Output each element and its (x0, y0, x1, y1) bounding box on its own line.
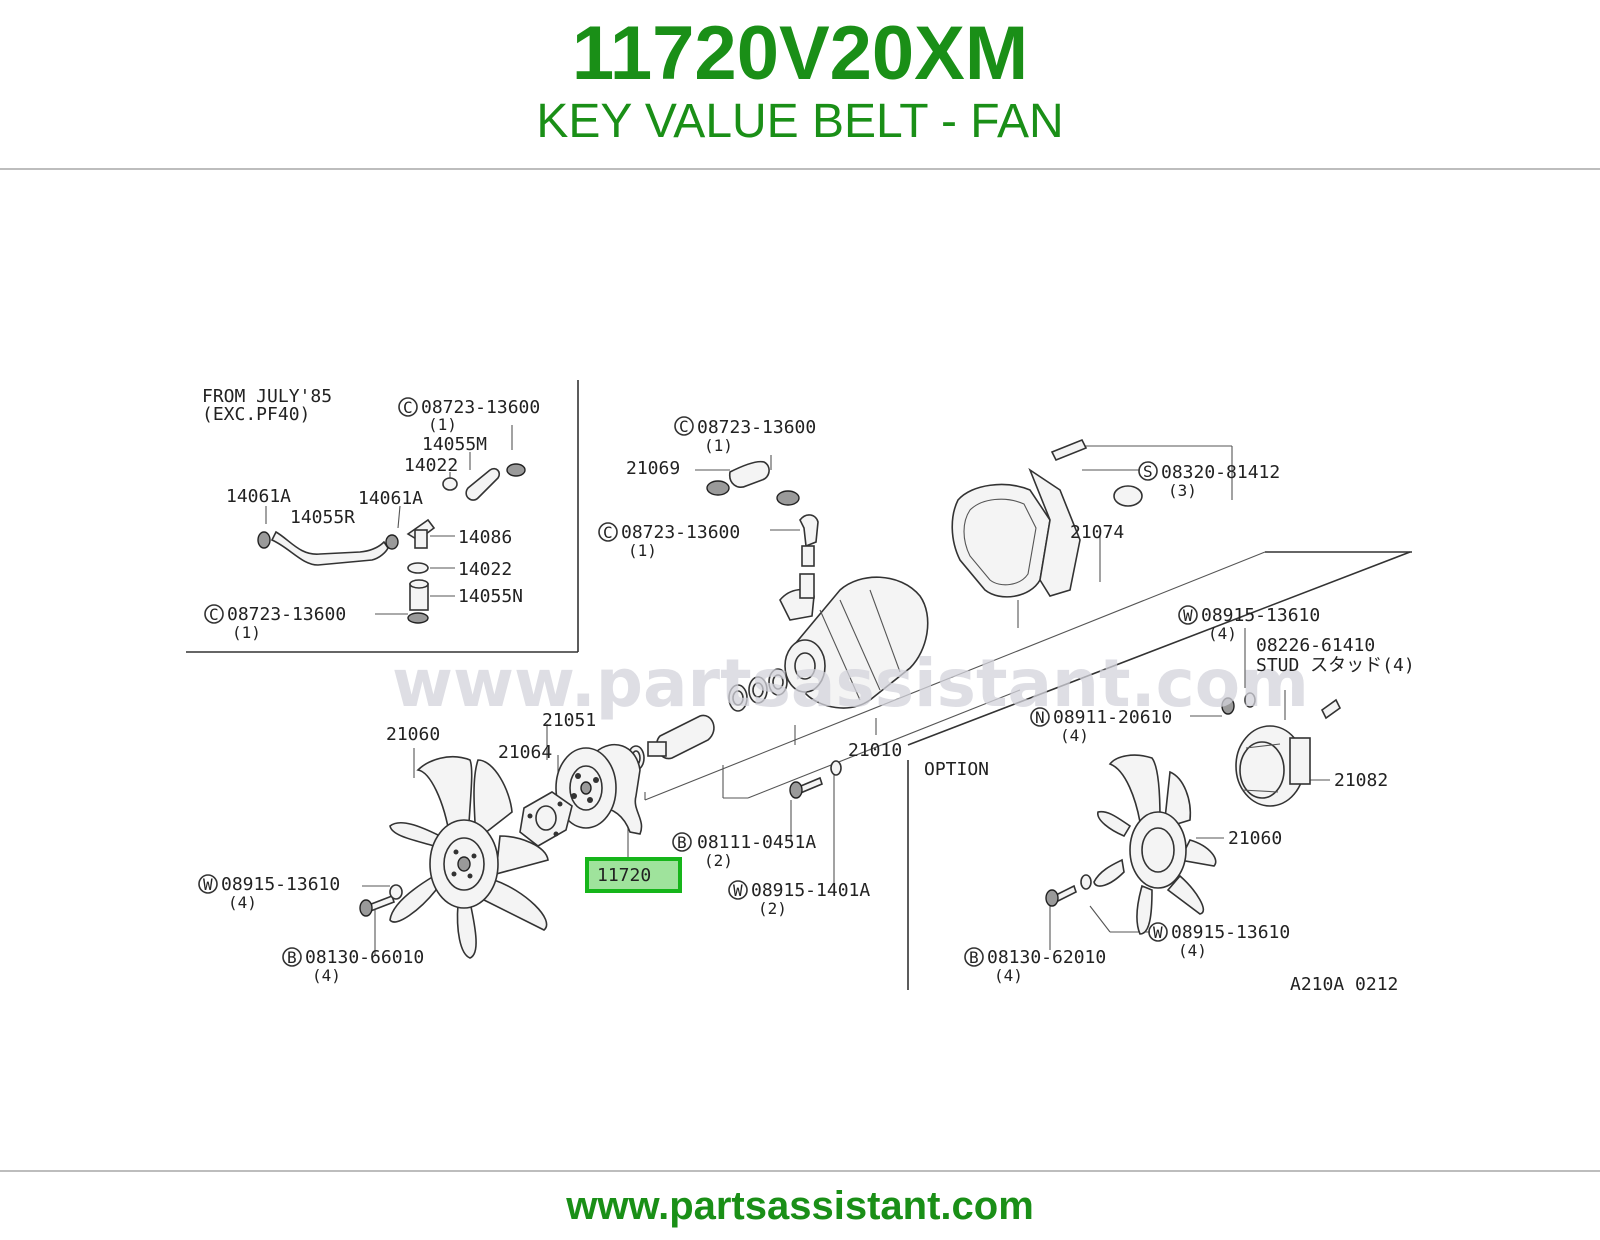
qty-c: (1) (704, 436, 733, 455)
middle-bolts (789, 760, 842, 799)
label-14022-a: 14022 (404, 455, 458, 476)
footer-url[interactable]: www.partsassistant.com (566, 1184, 1034, 1228)
label-08130-66010: 08130-66010 (305, 947, 424, 968)
label-14061a-left: 14061A (226, 486, 291, 507)
label-08915-13610-b: 08915-13610 (1171, 922, 1290, 943)
label-21064: 21064 (498, 742, 552, 763)
circle-b: B (287, 948, 297, 967)
label-08723-13600-c: 08723-13600 (697, 417, 816, 438)
label-14086: 14086 (458, 527, 512, 548)
circle-s: S (1143, 462, 1153, 481)
label-14055r: 14055R (290, 507, 355, 528)
highlighted-part-box[interactable] (585, 857, 682, 893)
label-21060-left: 21060 (386, 724, 440, 745)
label-08320-81412: 08320-81412 (1161, 462, 1280, 483)
shaft-bearings (627, 668, 788, 771)
label-08911-20610: 08911-20610 (1053, 707, 1172, 728)
label-21082: 21082 (1334, 770, 1388, 791)
label-08226-61410: 08226-61410 (1256, 635, 1375, 656)
inset-note-line1: FROM JULY'85 (202, 386, 332, 407)
circle-b: B (969, 948, 979, 967)
label-14022-b: 14022 (458, 559, 512, 580)
label-08111-0451a: 08111-0451A (697, 832, 816, 853)
part-number-title: 11720V20XM (571, 11, 1029, 96)
qty-w-mid: (2) (758, 899, 787, 918)
qty-w-b: (4) (1178, 941, 1207, 960)
label-14055m: 14055M (422, 434, 487, 455)
qty-b-right: (4) (994, 966, 1023, 985)
circle-c: C (603, 523, 613, 542)
inset-hose-parts (257, 463, 526, 624)
qty-b: (1) (232, 623, 261, 642)
spacer-part (519, 791, 573, 847)
part-labels: FROM JULY'85 (EXC.PF40) 08723-13600 (1) … (202, 386, 1415, 995)
label-14055n: 14055N (458, 586, 523, 607)
qty-b-left: (4) (312, 966, 341, 985)
label-08723-13600-b: 08723-13600 (227, 604, 346, 625)
fan-right (1093, 754, 1217, 935)
fan-clutch (1045, 692, 1342, 907)
label-21010: 21010 (848, 740, 902, 761)
circle-c: C (403, 398, 413, 417)
circle-letters: C C C C S W N W B B W W B (203, 398, 1193, 967)
part-name-subtitle: KEY VALUE BELT - FAN (536, 95, 1064, 148)
label-21074: 21074 (1070, 522, 1124, 543)
qty-a: (1) (428, 415, 457, 434)
label-21051: 21051 (542, 710, 596, 731)
header-divider (0, 168, 1600, 170)
qty-w-a: (4) (1208, 624, 1237, 643)
label-08723-13600-d: 08723-13600 (621, 522, 740, 543)
water-pump-body (779, 573, 929, 709)
circle-n: N (1035, 708, 1045, 727)
label-option: OPTION (924, 759, 989, 780)
label-08915-13610-a: 08915-13610 (1201, 605, 1320, 626)
qty-w-left: (4) (228, 893, 257, 912)
page-header: 11720V20XM KEY VALUE BELT - FAN (0, 0, 1600, 168)
ref-code: A210A 0212 (1290, 974, 1398, 995)
label-14061a-right: 14061A (358, 488, 423, 509)
label-stud: STUD スタッド(4) (1256, 655, 1415, 676)
inset-frame (186, 380, 579, 653)
circle-w: W (1183, 606, 1193, 625)
label-11720-highlighted: 11720 (597, 865, 651, 886)
gasket-backplate (951, 438, 1143, 598)
label-21060-right: 21060 (1228, 828, 1282, 849)
option-separator (907, 551, 1412, 990)
circle-w: W (733, 881, 743, 900)
label-08130-62010: 08130-62010 (987, 947, 1106, 968)
label-08915-1401a: 08915-1401A (751, 880, 870, 901)
circle-c: C (679, 417, 689, 436)
circle-w: W (203, 875, 213, 894)
circle-w: W (1153, 923, 1163, 942)
circle-c: C (209, 605, 219, 624)
watermark: www.partsassistant.com (392, 645, 1309, 722)
label-08723-13600-a: 08723-13600 (421, 397, 540, 418)
qty-d: (1) (628, 541, 657, 560)
qty-b-mid: (2) (704, 851, 733, 870)
qty-n: (4) (1060, 726, 1089, 745)
circle-b: B (677, 833, 687, 852)
left-bolts (359, 884, 403, 917)
qty-s: (3) (1168, 481, 1197, 500)
leader-lines (265, 425, 1330, 955)
label-08915-13610-c: 08915-13610 (221, 874, 340, 895)
label-21069: 21069 (626, 458, 680, 479)
fan-left (389, 755, 549, 959)
circle-markers (198, 397, 1198, 967)
upper-hose-parts (706, 460, 819, 567)
inset-note-line2: (EXC.PF40) (202, 404, 310, 425)
footer-divider (0, 1170, 1600, 1172)
